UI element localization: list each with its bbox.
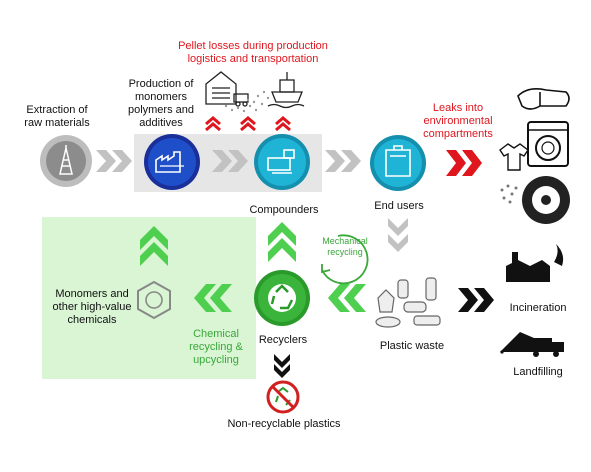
extraction-line-2: raw materials: [24, 117, 90, 129]
chemical-line-2: recycling &: [189, 341, 243, 353]
hexagon-molecule-icon: [137, 280, 171, 320]
production-line-3: polymers and: [127, 104, 195, 116]
chevrons-green-up-2: [140, 226, 168, 266]
chevrons-green-left-2: [194, 284, 232, 312]
chevrons-green-up-1: [268, 222, 296, 262]
chemical-line-1: Chemical: [193, 328, 239, 340]
extraction-label: Extraction of raw materials: [14, 104, 100, 130]
incineration-plant-icon: [506, 244, 564, 282]
chevrons-red-leaks: [446, 150, 482, 176]
plastic-waste-label: Plastic waste: [379, 340, 445, 352]
recycling-bottle-icon: [370, 135, 426, 191]
shirt-icon: [499, 143, 529, 171]
chevrons-grey-3: [325, 150, 361, 172]
leaks-line-1: Leaks into: [432, 102, 484, 114]
end-users-label: End users: [374, 200, 424, 212]
chevrons-grey-2: [212, 150, 248, 172]
compounding-machine-icon: [254, 134, 310, 190]
tire-icon: [522, 176, 570, 224]
chevrons-red-up: [205, 116, 291, 132]
production-line-2: monomers: [135, 91, 187, 103]
no-recycle-icon: [266, 380, 300, 414]
washing-machine-icon: [527, 121, 569, 167]
mechanical-recycling-label: Mechanical recycling: [314, 236, 376, 258]
chemical-recycling-label: Chemical recycling & upcycling: [178, 328, 254, 367]
incineration-label: Incineration: [509, 302, 567, 314]
landfill-truck-icon: [500, 332, 564, 357]
goggles-icon: [517, 88, 570, 110]
production-line-4: additives: [139, 117, 183, 129]
landfilling-label: Landfilling: [513, 366, 563, 378]
mechanical-line-1: Mechanical: [322, 236, 368, 246]
mechanical-recycling-arrow: [321, 234, 369, 285]
chemical-box: [42, 217, 256, 379]
pellet-dots: [224, 90, 270, 113]
leaks-label: Leaks into environmental compartments: [408, 102, 508, 141]
recyclers-label: Recyclers: [258, 334, 308, 346]
leaks-line-2: environmental: [423, 115, 493, 127]
chevrons-black-down: [274, 354, 290, 378]
factory-icon: [144, 134, 200, 190]
chevrons-green-left-1: [328, 284, 366, 312]
losses-line-2: logistics and transportation: [187, 53, 319, 65]
chemical-line-3: upcycling: [193, 354, 239, 366]
production-line-1: Production of: [128, 78, 194, 90]
monomers-line-3: chemicals: [67, 314, 117, 326]
oil-derrick-icon: [40, 135, 92, 187]
mechanical-line-2: recycling: [327, 247, 363, 257]
leaks-line-3: compartments: [423, 128, 493, 140]
monomers-label: Monomers and other high-value chemicals: [46, 288, 138, 327]
production-label: Production of monomers polymers and addi…: [118, 78, 204, 130]
plastic-waste-icon: [375, 277, 441, 328]
compounders-label: Compounders: [249, 204, 319, 216]
chevrons-grey-down: [388, 218, 408, 252]
losses-title: Pellet losses during production logistic…: [168, 40, 338, 66]
extraction-line-1: Extraction of: [26, 104, 88, 116]
non-recyclable-label: Non-recyclable plastics: [227, 418, 341, 430]
ship-icon: [267, 72, 305, 109]
arrowhead: [321, 264, 331, 274]
monomers-line-2: other high-value: [52, 301, 132, 313]
microplastic-dots: [500, 184, 518, 204]
chevrons-grey-1: [96, 150, 132, 172]
losses-line-1: Pellet losses during production: [178, 40, 328, 52]
recycle-icon: [254, 270, 310, 326]
warehouse-truck-icon: [205, 71, 249, 107]
chevrons-black: [458, 288, 494, 312]
monomers-line-1: Monomers and: [55, 288, 129, 300]
